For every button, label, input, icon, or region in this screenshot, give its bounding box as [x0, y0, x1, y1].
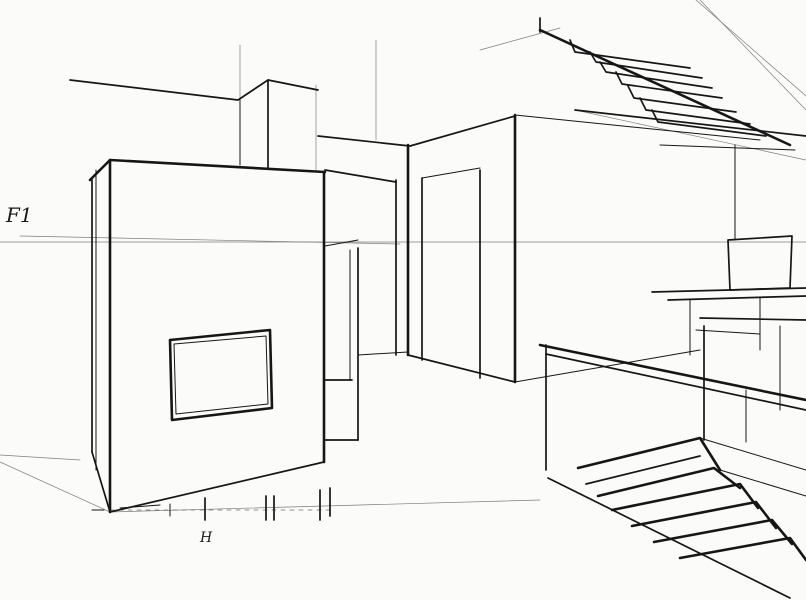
back-wall — [317, 113, 761, 384]
height-mark-label: H — [200, 530, 213, 546]
lower-stair — [547, 436, 806, 599]
measurement-ticks — [91, 487, 331, 521]
fireplace-opening — [168, 328, 274, 422]
railing — [538, 343, 806, 471]
vanishing-point-label: F1 — [6, 203, 33, 227]
left-block — [69, 79, 359, 514]
construction-lines — [0, 0, 806, 513]
desk-area — [651, 144, 806, 441]
upper-stair — [538, 17, 806, 151]
